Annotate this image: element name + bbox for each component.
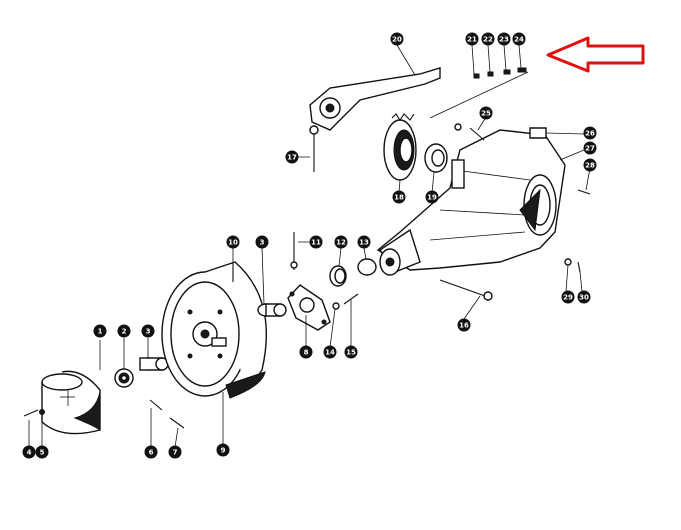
callout-circle-27 [583,141,597,155]
callout-circle-12 [334,235,348,249]
callout-circle-29 [561,290,575,304]
part-4-5-screw [23,409,45,417]
callout-circle-19 [425,190,439,204]
part-3-bushing-lower [139,357,169,371]
callout-circle-28 [583,158,597,172]
callout-label-6: 6 [149,449,154,457]
callout-circle-15 [344,345,358,359]
part-1-drum [41,370,101,435]
callout-circle-1 [93,324,107,338]
callout-circle-21 [465,32,479,46]
callout-circle-2 [117,324,131,338]
part-20-kick-lever [309,67,441,131]
callout-circle-20 [390,32,404,46]
part-6-7-pins [149,399,185,429]
callout-label-12: 12 [336,239,346,247]
callout-label-22: 22 [483,36,493,44]
part-12-seal [329,265,347,287]
callout-label-1: 1 [98,328,103,336]
callout-label-7: 7 [173,449,178,457]
part-13-o-ring [357,258,377,276]
part-9-brake-drum [161,261,268,399]
callout-label-23: 23 [499,36,509,44]
callout-circle-11 [309,235,323,249]
callout-label-24: 24 [514,36,524,44]
callout-circle-3 [141,324,155,338]
part-26-nut [529,127,547,139]
leader-21-24 [429,71,529,119]
callout-label-10: 10 [228,239,238,247]
part-housing [376,129,566,276]
parts-21-24-small-hardware [473,67,527,79]
callout-label-11: 11 [311,239,321,247]
callout-label-19: 19 [427,194,437,202]
callout-label-13: 13 [359,239,369,247]
callout-label-17: 17 [287,154,297,162]
part-25-screw [454,123,485,141]
red-arrow-icon [546,36,645,73]
callout-label-3: 3 [146,328,151,336]
callout-label-5: 5 [40,449,45,457]
callout-circle-6 [144,445,158,459]
callout-label-16: 16 [459,322,469,330]
callout-circle-9 [216,443,230,457]
callout-label-14: 14 [325,349,335,357]
callout-circle-25 [479,106,493,120]
callout-circle-26 [583,126,597,140]
part-17-bolt [309,125,319,172]
callout-label-27: 27 [585,145,595,153]
part-18-ring-gear [383,113,417,181]
callout-label-2: 2 [122,328,127,336]
callout-circle-18 [392,190,406,204]
callout-circle-23 [497,32,511,46]
callout-circle-17 [285,150,299,164]
callout-circle-14 [323,345,337,359]
callout-circle-24 [512,32,526,46]
callout-label-15: 15 [346,349,356,357]
callout-circle-22 [481,32,495,46]
callout-label-4: 4 [27,449,32,457]
callout-label-3: 3 [260,239,265,247]
callout-label-26: 26 [585,130,595,138]
part-14-15-screws [332,293,359,310]
callout-label-8: 8 [304,349,309,357]
callout-label-21: 21 [467,36,477,44]
callout-circle-3 [255,235,269,249]
part-28-pin [577,189,591,195]
callout-circle-5 [35,445,49,459]
callout-circle-8 [299,345,313,359]
part-3-bushing-upper [257,303,287,317]
callout-circle-13 [357,235,371,249]
callout-circle-4 [22,445,36,459]
callout-circle-16 [457,318,471,332]
part-16-long-bolt [439,279,493,301]
callout-label-28: 28 [585,162,595,170]
callout-circle-7 [168,445,182,459]
part-2-bearing [114,368,134,388]
callout-circle-30 [577,290,591,304]
callout-label-9: 9 [221,447,226,455]
callout-label-30: 30 [579,294,589,302]
callout-label-25: 25 [481,110,491,118]
callout-label-29: 29 [563,294,573,302]
callout-label-20: 20 [392,36,402,44]
callout-label-18: 18 [394,194,404,202]
part-8-flange [287,284,331,331]
callout-circle-10 [226,235,240,249]
part-11-bolt [290,232,298,270]
part-19-bearing [424,143,448,173]
